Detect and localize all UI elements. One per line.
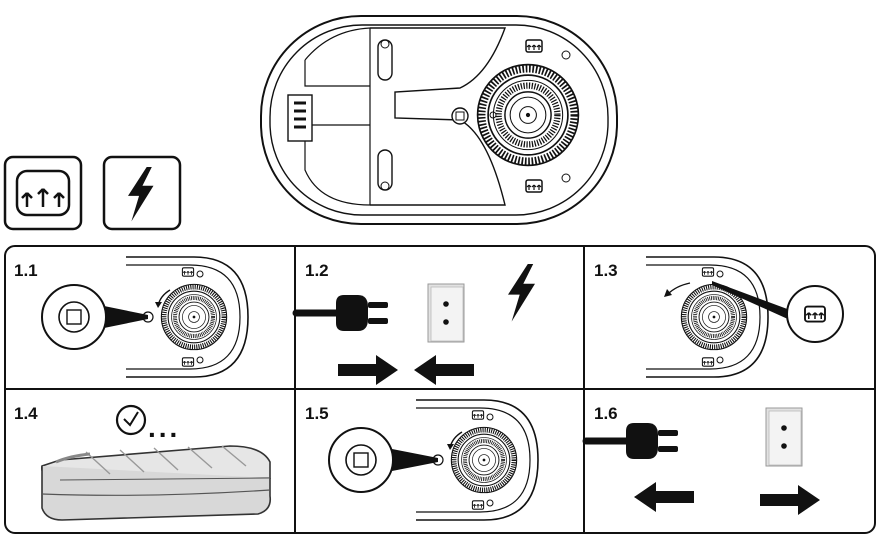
wall-socket: [427, 283, 465, 343]
plug-icon: [586, 423, 678, 459]
step-1-3-panel: 1.3: [594, 257, 844, 377]
step-label: 1.5: [305, 404, 329, 423]
step-1-1-panel: 1.1: [14, 257, 248, 377]
plug-icon: [296, 295, 388, 331]
step-1-2-panel: 1.2: [296, 261, 535, 385]
step-1-6-panel: 1.6: [586, 404, 820, 515]
step-label: 1.4: [14, 404, 38, 423]
power-button-callout: [328, 427, 394, 493]
wall-socket: [765, 407, 803, 467]
step-label: 1.3: [594, 261, 618, 280]
arrow-right-icon: [760, 485, 820, 515]
arrow-left-icon: [414, 355, 474, 385]
inflate-mode-callout: [786, 285, 844, 343]
inflate-icon: [3, 155, 83, 231]
pump-overview: [260, 15, 618, 225]
power-button-callout: [41, 284, 107, 350]
step-label: 1.2: [305, 261, 329, 280]
arrow-left-icon: [634, 482, 694, 512]
steps-grid: [4, 245, 876, 534]
lightning-bolt-icon: [508, 264, 535, 322]
step-1-4-panel: 1.4 ...: [14, 404, 272, 521]
air-mattress: [41, 445, 272, 521]
step-1-5-panel: 1.5: [305, 400, 538, 520]
step-label: 1.1: [14, 261, 38, 280]
arrow-right-icon: [338, 355, 398, 385]
clock-icon: [115, 404, 147, 436]
lightning-bolt-icon: [102, 155, 182, 231]
wait-indicator: ...: [148, 412, 180, 443]
step-label: 1.6: [594, 404, 618, 423]
